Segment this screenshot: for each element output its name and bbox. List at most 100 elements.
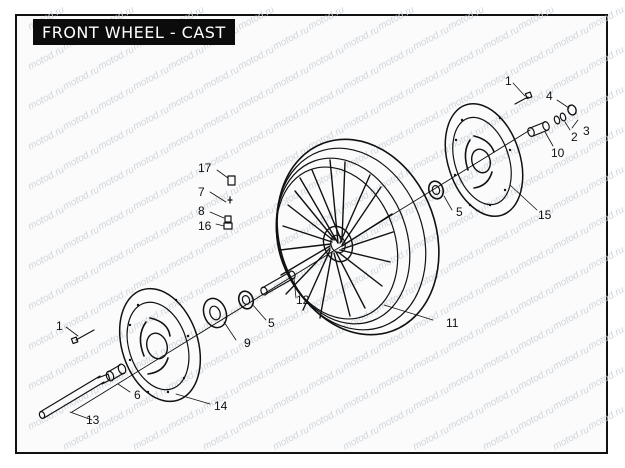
watermark-text: motod.ru (131, 104, 171, 132)
watermark-text: motod.ru (341, 184, 381, 212)
watermark-text: motod.ru (551, 64, 591, 92)
watermark-text: motod.ru (551, 424, 591, 452)
watermark-text: motod.ru (236, 364, 276, 392)
callout-labels: 1 4 3 2 10 5 15 17 7 8 16 12 5 11 9 1 6 … (56, 74, 590, 427)
watermark-text: motod.ru (236, 404, 276, 432)
watermark-text: motod.ru (341, 424, 381, 452)
watermark-text: motod.ru (446, 364, 486, 392)
watermark-text: motod.ru (26, 364, 66, 392)
watermark-text: motod.ru (376, 364, 416, 392)
watermark-text: motod.ru (306, 204, 346, 232)
watermark-text: motod.ru (271, 344, 311, 372)
watermark-text: motod.ru (271, 304, 311, 332)
watermark-text: motod.ru (166, 284, 206, 312)
watermark-text: motod.ru (411, 104, 451, 132)
watermark-text: motod.ru (236, 244, 276, 272)
watermark-text: motod.ru (236, 124, 276, 152)
watermark-text: motod.ru (61, 64, 101, 92)
watermark-text: motod.ru (26, 44, 66, 72)
watermark-text: motod.ru (376, 124, 416, 152)
watermark-text: motod.ru (551, 184, 591, 212)
front-axle (38, 373, 111, 419)
watermark-text: motod.ru (131, 344, 171, 372)
watermark-text: motod.ru (411, 224, 451, 252)
disc-screw-top (514, 91, 533, 105)
watermark-text: motod.ru (516, 404, 556, 432)
axle-spacer (105, 363, 127, 382)
diagram-title-text: FRONT WHEEL - CAST (42, 22, 226, 42)
watermark-text: motod.ru (201, 264, 241, 292)
watermark-text: motod.ru (236, 44, 276, 72)
watermark-text: motod.ru (166, 404, 206, 432)
watermark-text: motod.ru (96, 204, 136, 232)
callout-17: 17 (198, 161, 212, 175)
watermark-text: motod.ru (376, 404, 416, 432)
watermark-text: motod.ru (96, 324, 136, 352)
watermark-text: motod.ru (236, 204, 276, 232)
diagram-border (15, 14, 608, 454)
watermark-text: motod.ru (271, 384, 311, 412)
watermark-text: motod.ru (411, 424, 451, 452)
spacer-sleeve (260, 270, 296, 296)
watermark-text: motod.ru (61, 184, 101, 212)
watermark-text: motod.ru (271, 64, 311, 92)
watermark-text: motod.ru (96, 164, 136, 192)
watermark-text: motod.ru (586, 284, 625, 312)
watermark-text: motod.ru (96, 404, 136, 432)
watermark-text: motod.ru (166, 44, 206, 72)
watermark-text: motod.ru (26, 204, 66, 232)
bearing-left (237, 290, 255, 310)
watermark-text: motod.ru (446, 84, 486, 112)
watermark-text: motod.ru (166, 244, 206, 272)
watermark-text: motod.ru (61, 144, 101, 172)
callout-5-top: 5 (456, 205, 463, 219)
watermark-text: motod.ru (271, 424, 311, 452)
brake-disc-left (118, 287, 202, 403)
watermark-text: motod.ru (166, 84, 206, 112)
watermark-text: motod.ru (236, 164, 276, 192)
axle-centerline (71, 129, 531, 413)
watermark-text: motod.ru (586, 84, 625, 112)
watermark-text: motod.ru (481, 24, 521, 52)
watermark-text: motod.ru (26, 164, 66, 192)
watermark-text: motod.ru (516, 284, 556, 312)
watermark-text: motod.ru (516, 364, 556, 392)
watermark-text: motod.ru (586, 164, 625, 192)
diagram-title: FRONT WHEEL - CAST (33, 19, 235, 45)
watermark-text: motod.ru (306, 4, 346, 32)
watermark-text: motod.ru (306, 364, 346, 392)
watermark-text: motod.ru (586, 124, 625, 152)
callout-2: 2 (571, 130, 578, 144)
watermark-text: motod.ru (236, 84, 276, 112)
watermark-text: motod.ru (446, 204, 486, 232)
watermark-text: motod.ru (551, 224, 591, 252)
watermark-text: motod.ru (411, 24, 451, 52)
callout-3: 3 (583, 124, 590, 138)
watermark-text: motod.ru (61, 264, 101, 292)
watermark-text: motod.ru (446, 244, 486, 272)
watermark-text: motod.ru (481, 384, 521, 412)
valve-cap (227, 175, 236, 186)
cast-wheel (275, 138, 440, 336)
watermark-text: motod.ru (516, 44, 556, 72)
watermark-text: motod.ru (341, 104, 381, 132)
watermark-text: motod.ru (201, 64, 241, 92)
watermark-text: motod.ru (481, 144, 521, 172)
callout-8: 8 (198, 204, 205, 218)
callout-14: 14 (214, 399, 228, 413)
watermark-text: motod.ru (516, 4, 556, 32)
watermark-text: motod.ru (516, 324, 556, 352)
watermark-text: motod.ru (131, 224, 171, 252)
watermark-text: motod.ru (201, 424, 241, 452)
watermark-text: motod.ru (26, 244, 66, 272)
brake-disc-right (444, 102, 524, 218)
watermark-text: motod.ru (201, 104, 241, 132)
axle-nut (567, 104, 577, 116)
watermark-text: motod.ru (131, 64, 171, 92)
watermark-text: motod.ru (96, 364, 136, 392)
callout-7: 7 (198, 185, 205, 199)
watermark-text: motod.ru (61, 384, 101, 412)
watermark-text: motod.ru (446, 404, 486, 432)
watermark-text: motod.ru (376, 284, 416, 312)
